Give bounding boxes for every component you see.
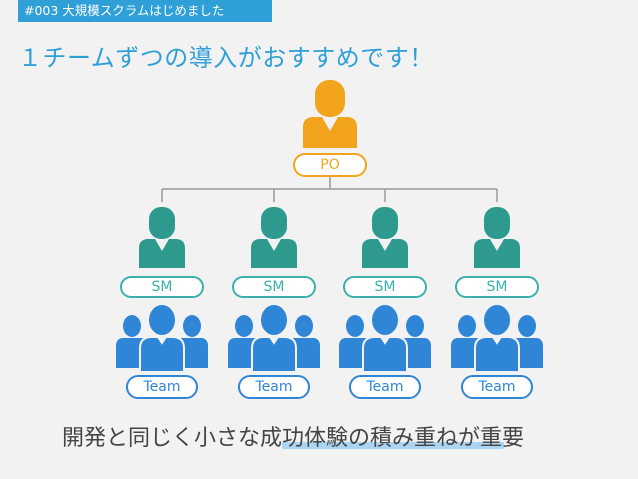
team-label: Team: [349, 375, 421, 399]
po-person-icon: [303, 80, 357, 148]
sm-person-icon: [362, 207, 408, 268]
sm-label: SM: [120, 276, 204, 298]
sm-person-icon: [139, 207, 185, 268]
team-group-icon: [227, 303, 321, 373]
sm-person-icon: [251, 207, 297, 268]
sm-person-icon: [474, 207, 520, 268]
footer-highlight: [282, 442, 504, 449]
sm-label: SM: [232, 276, 316, 298]
sm-label: SM: [343, 276, 427, 298]
team-label: Team: [238, 375, 310, 399]
team-group-icon: [115, 303, 209, 373]
team-group-icon: [338, 303, 432, 373]
team-label: Team: [126, 375, 198, 399]
series-tag: #003 大規模スクラムはじめました: [18, 0, 272, 22]
tree-connectors: [161, 177, 498, 202]
team-group-icon: [450, 303, 544, 373]
po-label: PO: [293, 153, 367, 177]
sm-label: SM: [455, 276, 539, 298]
slide-footer: 開発と同じく小さな成功体験の積み重ねが重要: [62, 426, 525, 451]
slide-title: １チームずつの導入がおすすめです！: [18, 44, 434, 72]
team-label: Team: [461, 375, 533, 399]
